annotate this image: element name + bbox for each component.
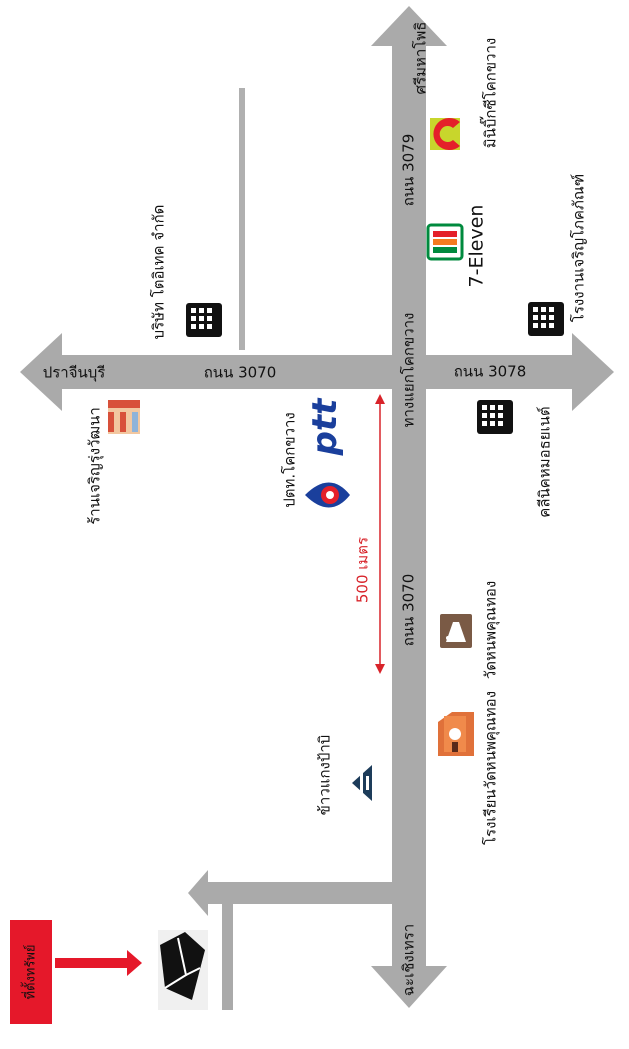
building-icon [477,400,513,434]
building-icon [528,302,564,336]
temple-label: วัดหนพคุณทอง [481,580,500,680]
road-gap [378,750,392,812]
property-plot [158,930,208,1010]
destination-top-label: ศรีมหาโพธิ [411,21,430,95]
company-label: บริษัท โตอิเทค จำกัด [149,204,168,340]
destination-bottom-label: ฉะเชิงเทรา [399,923,418,997]
property-arrow [10,920,142,1024]
main-road [392,36,426,966]
school-icon [438,712,474,756]
distance-arrow-top [375,394,385,404]
branch-road [205,882,395,904]
road-3070-lower-label: ถนน 3070 [399,573,418,647]
destination-left-label: ปราจีนบุรี [42,363,106,382]
side-road-top [239,88,245,350]
arrow-branch [188,870,208,916]
shop-icon [108,400,140,434]
building-icon [186,303,222,337]
bigc-label: มินิบิ๊กซีโคกขวาง [481,37,500,149]
distance-label: 500 เมตร [353,536,372,604]
road-3070-cross-label: ถนน 3070 [203,363,277,382]
ptt-station-label: ปตท.โคกขวาง [280,412,299,508]
seven-eleven-label: 7-Eleven [465,204,488,288]
arrow-down [371,966,447,1008]
property-label: ที่ตั้งทรัพย์ [23,944,39,1000]
restaurant-icon [352,765,372,801]
seven-eleven-logo [426,223,464,261]
temple-icon [440,614,472,648]
cross-road [58,355,576,389]
branch-road-down [222,903,233,1010]
arrow-up [371,6,447,46]
ptt-drop-icon [305,482,350,508]
bigc-logo [430,118,460,150]
junction-label: ทางแยกโคกขวาง [399,312,418,428]
clinic-label: คลีนิคหมอธยเนต์ [535,406,554,518]
school-label: โรงเรียนวัดหนพคุณทอง [481,690,500,846]
shop-label: ร้านเจริญรุ่งวัฒนา [85,407,104,525]
arrow-right [572,333,614,411]
road-3079-label: ถนน 3079 [399,133,418,207]
arrow-left [20,333,62,411]
factory-label: โรงงานเจริญโภคภัณฑ์ [569,173,588,323]
restaurant-label: ข้าวแกงป้าบิ [315,734,334,816]
distance-arrow-bottom [375,664,385,674]
ptt-logo-text: ptt [305,398,345,456]
road-3078-label: ถนน 3078 [453,362,527,381]
